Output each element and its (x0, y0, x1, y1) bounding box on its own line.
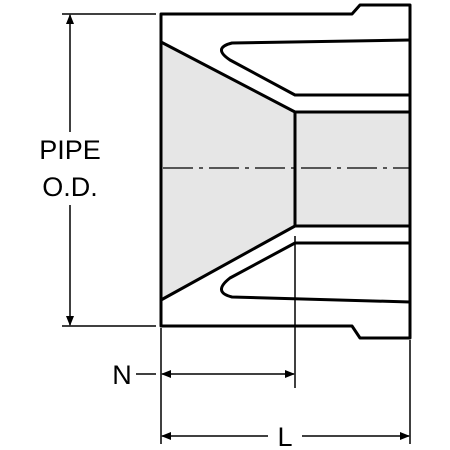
od-label: O.D. (42, 172, 98, 202)
bore-fill (295, 112, 410, 226)
n-label: N (112, 360, 132, 390)
fitting-outline (159, 3, 412, 340)
l-label: L (277, 422, 292, 450)
tapered-bore-fill (161, 42, 295, 300)
pipe-label: PIPE (39, 135, 101, 165)
